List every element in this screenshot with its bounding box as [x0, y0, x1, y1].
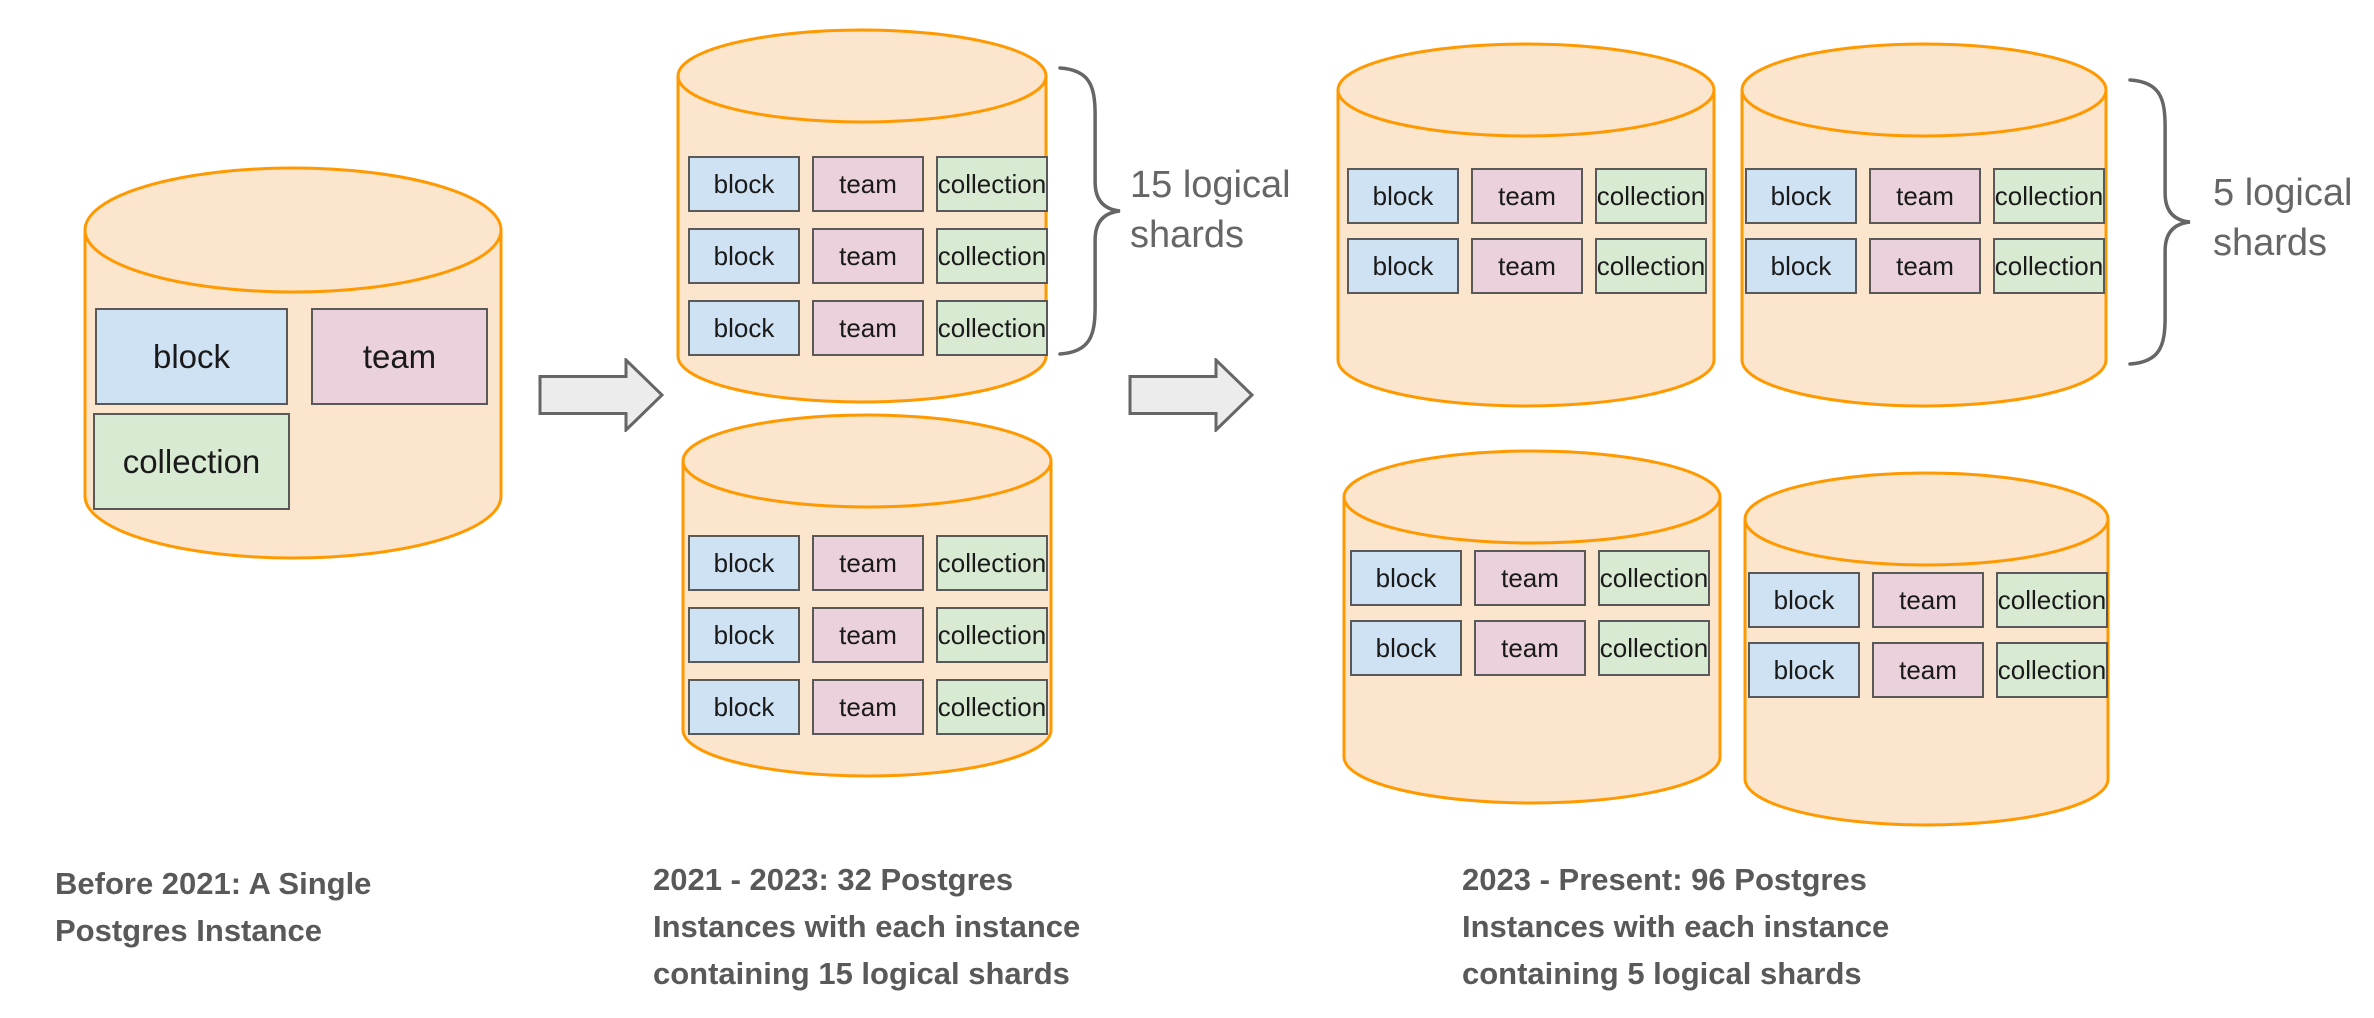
table-box-block: block — [1748, 572, 1860, 628]
logical-shard-row: block team collection — [688, 679, 1048, 735]
transition-arrow-icon — [1128, 356, 1255, 434]
table-box-collection: collection — [936, 228, 1048, 284]
logical-shard-row: block team collection — [688, 535, 1048, 591]
logical-shard-row: block team collection — [688, 607, 1048, 663]
table-box-block: block — [688, 607, 800, 663]
table-box-collection: collection — [1598, 550, 1710, 606]
logical-shard-row: block team collection — [1347, 168, 1707, 224]
table-box-team: team — [311, 308, 488, 405]
logical-shard-row: block team collection — [1748, 642, 2108, 698]
table-box-team: team — [812, 679, 924, 735]
table-box-collection: collection — [1996, 642, 2108, 698]
table-box-team: team — [1872, 572, 1984, 628]
table-box-team: team — [1474, 620, 1586, 676]
table-box-collection: collection — [936, 679, 1048, 735]
logical-shard-row: block team collection — [1745, 238, 2105, 294]
table-box-collection: collection — [936, 535, 1048, 591]
table-box-block: block — [688, 228, 800, 284]
table-box-block: block — [688, 156, 800, 212]
postgres-instance-cylinder: block team collection block team collect… — [1342, 449, 1722, 805]
postgres-instance-cylinder: block team collection block team collect… — [1740, 42, 2108, 408]
table-box-block: block — [1347, 238, 1459, 294]
table-box-team: team — [1471, 168, 1583, 224]
table-box-collection: collection — [1996, 572, 2108, 628]
table-box-team: team — [812, 535, 924, 591]
table-box-team: team — [812, 228, 924, 284]
logical-shard-row: block team collection — [1347, 238, 1707, 294]
table-box-collection: collection — [1598, 620, 1710, 676]
stage-caption: Before 2021: A Single Postgres Instance — [55, 866, 372, 948]
shard-count-label: 15 logical shards — [1130, 164, 1291, 256]
logical-shard-row: block team collection — [1350, 550, 1710, 606]
table-label: block — [152, 337, 231, 375]
table-box-collection: collection — [1595, 168, 1707, 224]
table-box-collection: collection — [1595, 238, 1707, 294]
table-box-block: block — [688, 300, 800, 356]
table-box-team: team — [1474, 550, 1586, 606]
postgres-instance-cylinder: block team collection — [83, 166, 503, 560]
table-box-team: team — [812, 156, 924, 212]
shard-count-label: 5 logical shards — [2213, 172, 2353, 264]
table-label: collection — [122, 442, 261, 480]
table-box-block: block — [688, 679, 800, 735]
logical-shard-row: block team collection — [688, 300, 1048, 356]
table-box-block: block — [1745, 238, 1857, 294]
logical-shard-row: block team collection — [1748, 572, 2108, 628]
table-box-team: team — [1869, 168, 1981, 224]
table-box-collection: collection — [93, 413, 290, 510]
table-box-team: team — [812, 300, 924, 356]
logical-shard-row: block team collection — [688, 228, 1048, 284]
transition-arrow-icon — [538, 356, 665, 434]
postgres-instance-cylinder: block team collection block team collect… — [681, 413, 1053, 778]
curly-brace — [2128, 78, 2192, 366]
curly-brace — [1058, 66, 1122, 356]
table-box-block: block — [1350, 550, 1462, 606]
table-box-block: block — [1350, 620, 1462, 676]
table-box-collection: collection — [1993, 168, 2105, 224]
table-label: team — [362, 337, 437, 375]
table-box-collection: collection — [1993, 238, 2105, 294]
table-box-team: team — [812, 607, 924, 663]
table-box-collection: collection — [936, 300, 1048, 356]
table-box-block: block — [1748, 642, 1860, 698]
table-box-team: team — [1872, 642, 1984, 698]
table-box-block: block — [1745, 168, 1857, 224]
table-box-team: team — [1869, 238, 1981, 294]
logical-shard-row: block team collection — [1350, 620, 1710, 676]
table-box-collection: collection — [936, 156, 1048, 212]
logical-shard-row: block team collection — [688, 156, 1048, 212]
stage-caption: 2023 - Present: 96 Postgres Instances wi… — [1462, 862, 1890, 991]
table-box-team: team — [1471, 238, 1583, 294]
table-box-block: block — [95, 308, 288, 405]
postgres-instance-cylinder: block team collection block team collect… — [1743, 471, 2110, 827]
postgres-instance-cylinder: block team collection block team collect… — [676, 28, 1048, 404]
table-box-block: block — [688, 535, 800, 591]
table-box-collection: collection — [936, 607, 1048, 663]
postgres-instance-cylinder: block team collection block team collect… — [1336, 42, 1716, 408]
table-box-block: block — [1347, 168, 1459, 224]
stage-caption: 2021 - 2023: 32 Postgres Instances with … — [653, 862, 1081, 991]
logical-shard-row: block team collection — [1745, 168, 2105, 224]
